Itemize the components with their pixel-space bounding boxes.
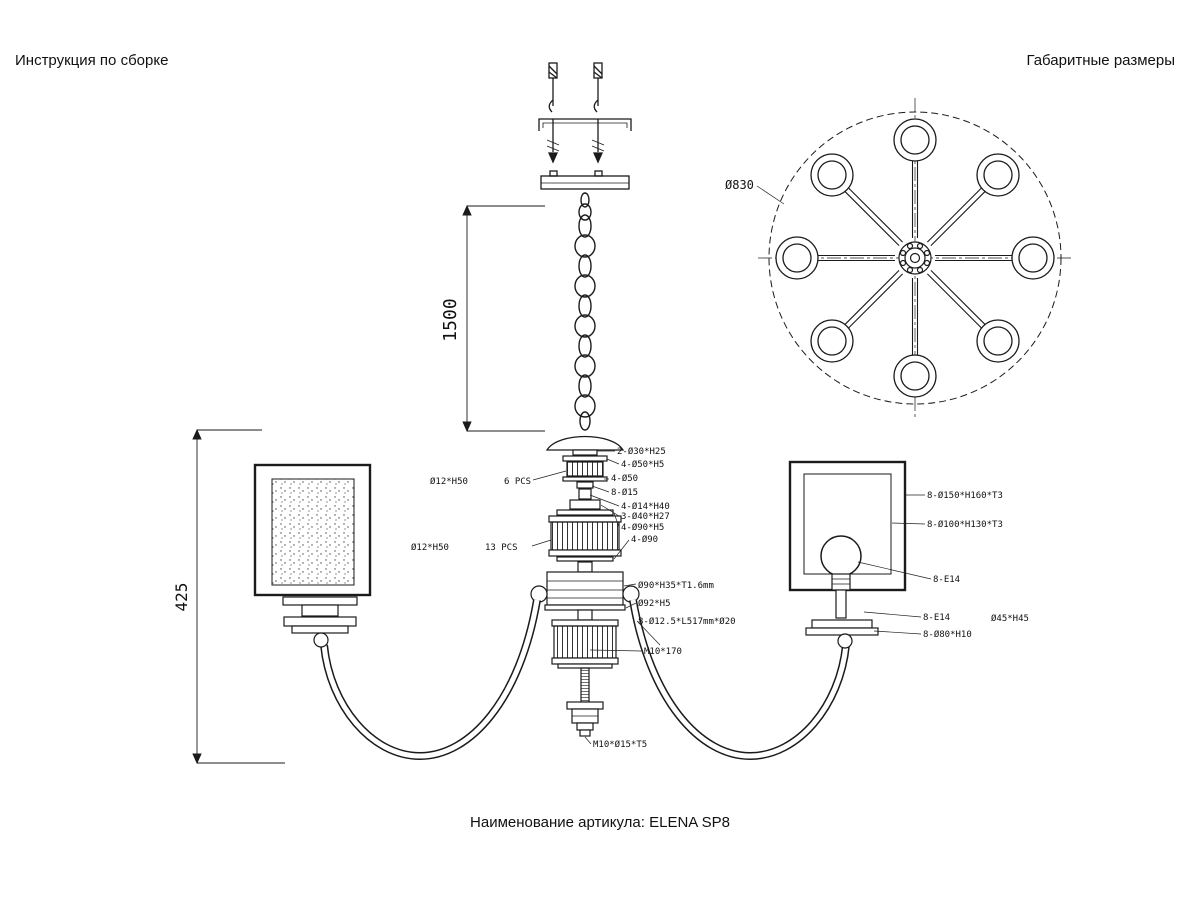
label-tube14: 4-Ø14*H40 [621, 501, 670, 512]
label-shade-outer: 8-Ø150*H160*T3 [927, 490, 1003, 501]
ceiling-mount [538, 62, 632, 190]
label-disk92: Ø92*H5 [638, 598, 671, 609]
dim-fixture-height: 425 [172, 583, 191, 612]
arms [320, 599, 850, 761]
label-bottom-screw: M10*Ø15*T5 [593, 739, 647, 750]
label-spacer13-qty: 13 PCS [485, 543, 518, 553]
label-cone40: 3-Ø40*H27 [621, 511, 670, 522]
label-ball45: Ø45*H45 [991, 613, 1029, 624]
label-tube15: 8-Ø15 [611, 487, 638, 498]
dimension-height-425 [192, 428, 285, 765]
label-disk90: 4-Ø90*H5 [621, 522, 664, 533]
label-arm-tube: 8-Ø12.5*L517mm*Ø20 [638, 616, 736, 627]
label-spacer13: Ø12*H50 [411, 542, 449, 553]
title-assembly-instructions: Инструкция по сборке [15, 52, 169, 69]
label-spacer6: Ø12*H50 [430, 476, 468, 487]
dim-chain-length: 1500 [440, 298, 461, 341]
label-disk50: 4-Ø50*H5 [621, 459, 664, 470]
article-name: Наименование артикула: ELENA SP8 [470, 814, 730, 831]
left-lamp [253, 463, 372, 648]
label-hub: Ø90*H35*T1.6mm [638, 580, 714, 591]
right-lamp [788, 460, 907, 649]
top-view [758, 98, 1072, 418]
label-shade-inner: 8-Ø100*H130*T3 [927, 519, 1003, 530]
label-socket-e14-b: 8-E14 [923, 613, 950, 623]
part-labels: 2-Ø30*H25 4-Ø50*H5 Ø12*H50 6 PCS 4-Ø50 8… [411, 178, 1029, 750]
label-base80: 8-Ø80*H10 [923, 629, 972, 640]
label-rod: M10*170 [644, 647, 682, 657]
label-tube50: 4-Ø50 [611, 473, 638, 484]
leader-lines [531, 185, 932, 745]
center-column [530, 435, 640, 737]
title-overall-dimensions: Габаритные размеры [1026, 52, 1175, 69]
dimension-chain-1500 [462, 204, 545, 433]
label-top-finial: 2-Ø30*H25 [617, 446, 666, 457]
label-socket-e14-a: 8-E14 [933, 575, 960, 585]
label-overall-diameter: Ø830 [725, 178, 754, 192]
label-ring90: 4-Ø90 [631, 534, 658, 545]
label-spacer6-qty: 6 PCS [504, 477, 531, 487]
suspension-chain [574, 192, 596, 431]
